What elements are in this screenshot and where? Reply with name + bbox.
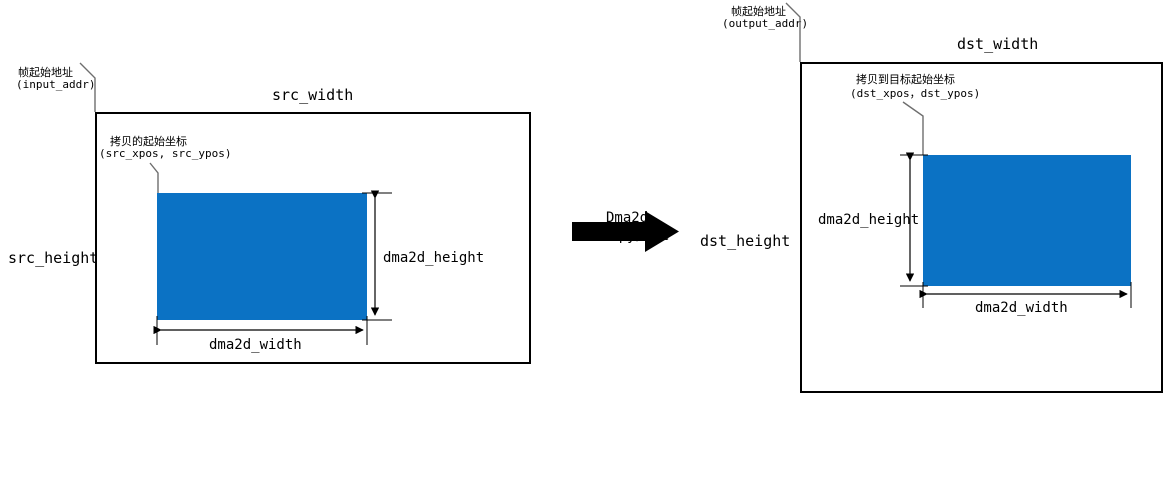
src-dma2d-height-label: dma2d_height — [383, 250, 485, 266]
dst-dma2d-height-label: dma2d_height — [818, 212, 920, 228]
src-height-label: src_height — [8, 249, 99, 267]
dst-height-label: dst_height — [700, 232, 791, 250]
dst-width-label: dst_width — [957, 35, 1039, 53]
dst-base-addr-label-code: (output_addr) — [722, 17, 809, 30]
src-copy-origin-label-code: (src_xpos, src_ypos) — [99, 147, 232, 160]
destination-copy-region — [923, 155, 1131, 286]
dst-dma2d-width-label: dma2d_width — [975, 300, 1068, 316]
src-base-addr-label-code: (input_addr) — [16, 78, 96, 91]
dst-copy-origin-label-cjk: 拷贝到目标起始坐标 — [856, 73, 955, 86]
dst-copy-origin-label-code: (dst_xpos，dst_ypos) — [850, 87, 981, 100]
dst-base-addr-label-cjk: 帧起始地址 — [731, 5, 786, 18]
src-copy-origin-label-cjk: 拷贝的起始坐标 — [110, 135, 187, 148]
src-base-addr-label-cjk: 帧起始地址 — [18, 66, 73, 79]
src-dma2d-width-label: dma2d_width — [209, 337, 302, 353]
src-width-label: src_width — [272, 86, 354, 104]
source-copy-region — [157, 193, 367, 320]
